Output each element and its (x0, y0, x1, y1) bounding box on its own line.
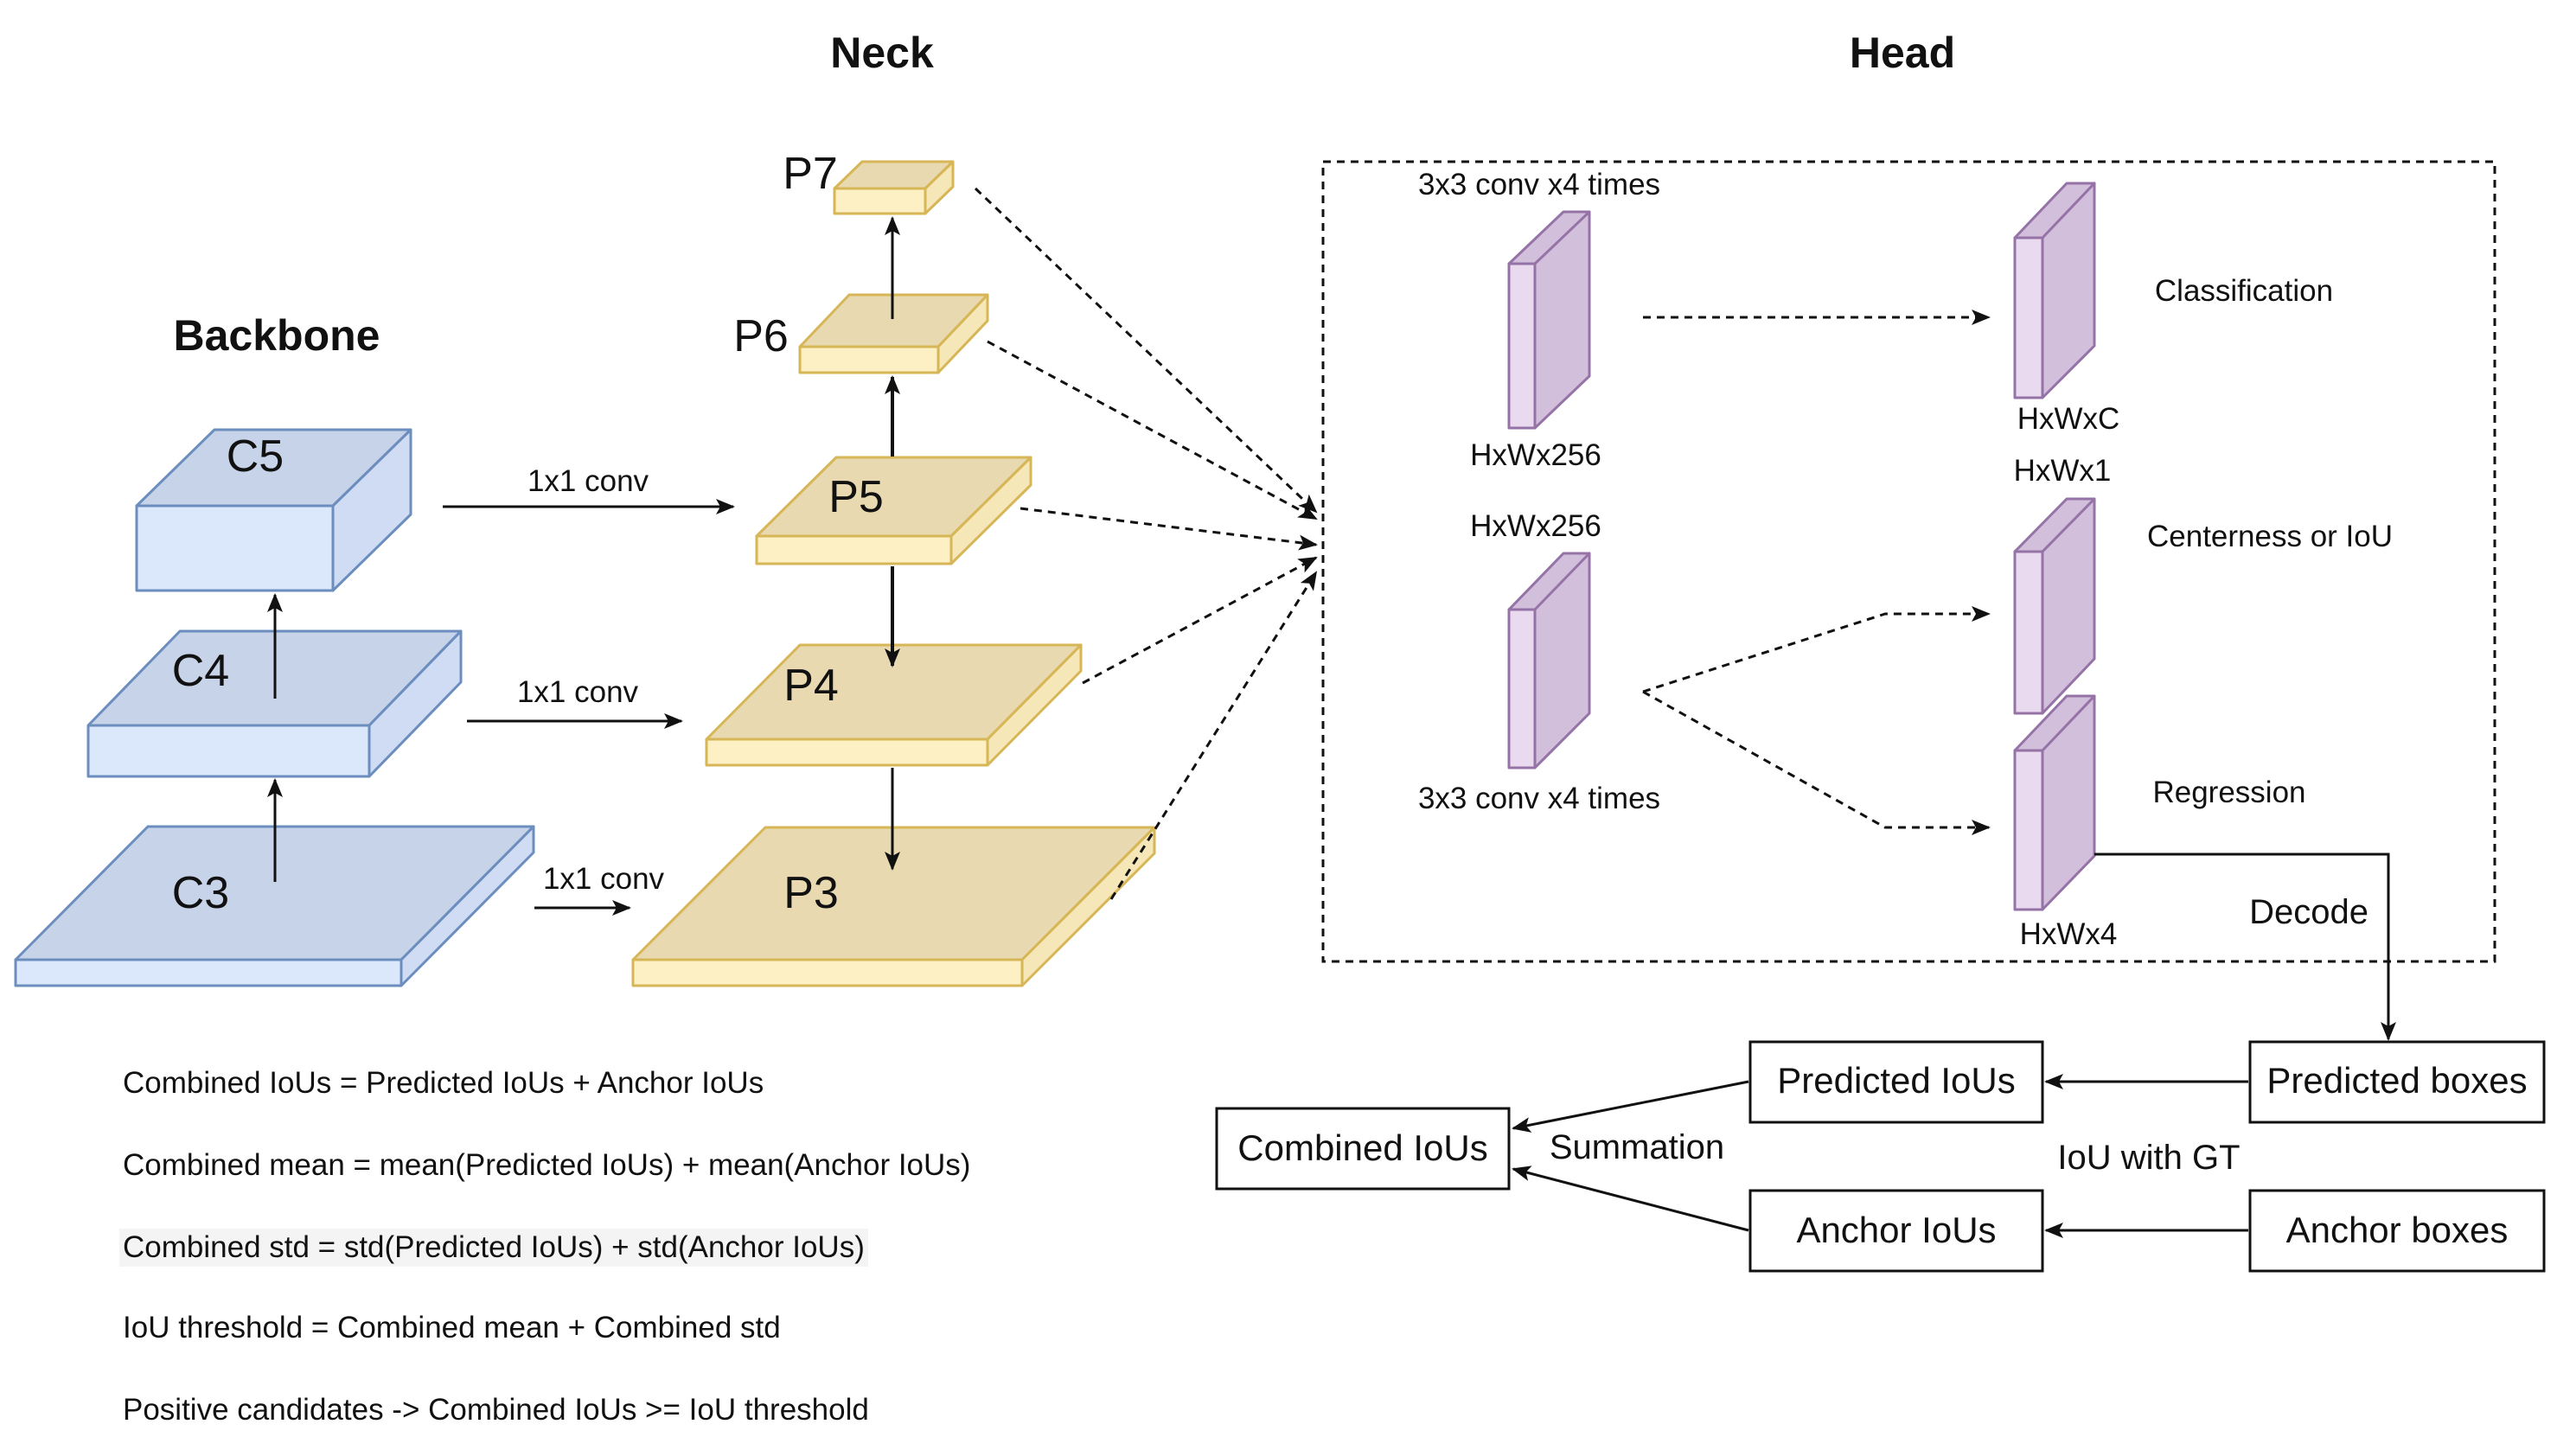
backbone-c3-block (14, 825, 535, 987)
head-bottom-conv-label: 3x3 conv x4 times (1418, 782, 1660, 815)
backbone-c5-label: C5 (227, 431, 284, 482)
predicted-boxes-box (2248, 1040, 2546, 1124)
formula-combined-ious: Combined IoUs = Predicted IoUs + Anchor … (123, 1066, 764, 1100)
formula-combined-mean: Combined mean = mean(Predicted IoUs) + m… (123, 1148, 971, 1182)
neck-p3-block (631, 826, 1156, 987)
head-container (1321, 160, 2496, 963)
head-top-dim-label: HxWx256 (1470, 438, 1601, 472)
arrow-prediou-combined (1512, 1080, 1749, 1133)
backbone-c4-label: C4 (172, 646, 229, 696)
formula-positive-candidates: Positive candidates -> Combined IoUs >= … (123, 1393, 869, 1427)
head-classification-label: Classification (2155, 274, 2333, 308)
neck-p5-block (755, 456, 1032, 565)
head-title: Head (1850, 29, 1955, 77)
iou-with-gt-label: IoU with GT (2057, 1139, 2240, 1177)
head-branch-connectors (1642, 310, 1991, 835)
neck-p6-block (798, 293, 989, 374)
decode-arrow (2094, 853, 2396, 1041)
neck-p5-label: P5 (828, 472, 884, 522)
backbone-c5-block (135, 428, 412, 592)
combined-ious-label: Combined IoUs (1237, 1127, 1487, 1168)
anchor-boxes-label: Anchor boxes (2286, 1210, 2509, 1250)
head-top-conv-tower (1507, 210, 1591, 430)
predicted-boxes-label: Predicted boxes (2266, 1060, 2527, 1101)
lateral-conv-label-3: 1x1 conv (543, 862, 665, 896)
decode-label: Decode (2249, 893, 2368, 931)
head-centerness-dim: HxWx1 (2014, 454, 2112, 488)
neck-p7-label: P7 (783, 149, 838, 199)
neck-p3-label: P3 (783, 868, 839, 918)
head-classification-dim: HxWxC (2017, 402, 2120, 436)
formula-combined-std: Combined std = std(Predicted IoUs) + std… (119, 1229, 868, 1267)
head-bottom-dim-label: HxWx256 (1470, 509, 1601, 543)
predicted-ious-box (1748, 1040, 2044, 1124)
neck-p6-label: P6 (733, 311, 789, 361)
neck-p4-block (705, 643, 1083, 767)
anchor-ious-box (1748, 1189, 2044, 1273)
lateral-conv-label-5: 1x1 conv (527, 464, 649, 498)
backbone-title: Backbone (174, 311, 380, 360)
head-regression-tensor (2013, 694, 2096, 911)
anchor-boxes-box (2248, 1189, 2546, 1273)
head-centerness-label: Centerness or IoU (2147, 520, 2393, 553)
head-bottom-conv-tower (1507, 552, 1591, 770)
head-centerness-tensor (2013, 497, 2096, 715)
anchor-ious-label: Anchor IoUs (1796, 1210, 1996, 1250)
arrow-anchoriou-combined (1512, 1165, 1749, 1232)
neck-p7-block (833, 160, 955, 215)
head-top-conv-label: 3x3 conv x4 times (1418, 168, 1660, 201)
summation-label: Summation (1550, 1128, 1724, 1166)
head-regression-dim: HxWx4 (2020, 917, 2118, 951)
head-regression-label: Regression (2152, 776, 2305, 809)
predicted-ious-label: Predicted IoUs (1777, 1060, 2015, 1101)
lateral-conv-label-4: 1x1 conv (517, 675, 639, 709)
backbone-c3-label: C3 (172, 868, 229, 918)
head-classification-tensor (2013, 182, 2096, 399)
neck-p4-label: P4 (783, 661, 839, 711)
neck-to-head-connectors (974, 187, 1318, 900)
formula-iou-threshold: IoU threshold = Combined mean + Combined… (123, 1311, 781, 1344)
combined-ious-box (1215, 1107, 1511, 1191)
neck-title: Neck (830, 29, 934, 77)
